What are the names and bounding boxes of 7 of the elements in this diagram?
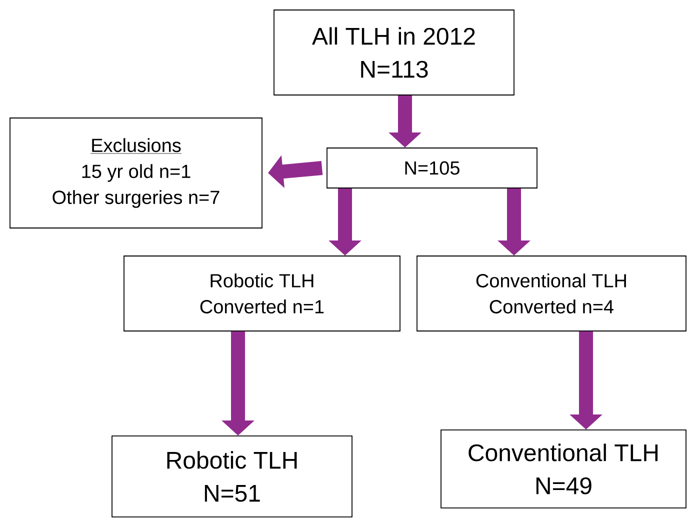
exclusion-box: Exclusions 15 yr old n=1 Other surgeries n=7 xyxy=(10,118,262,228)
result-box: Robotic TLH N=51 xyxy=(112,436,352,518)
process-box: Robotic TLH Converted n=1 xyxy=(124,256,400,332)
start-box: All TLH in 2012 N=113 xyxy=(274,10,514,96)
result-box: Conventional TLH N=49 xyxy=(440,430,686,508)
process-box: Conventional TLH Converted n=4 xyxy=(416,256,686,332)
process-box: N=105 xyxy=(326,148,538,188)
